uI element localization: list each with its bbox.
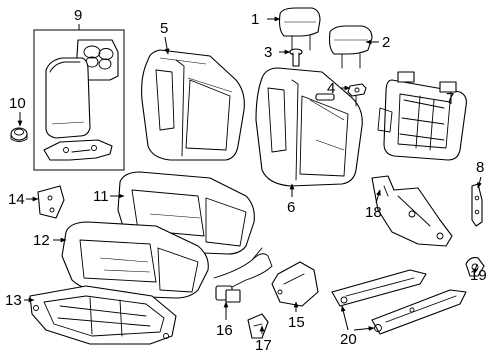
clip-part-19: [465, 257, 485, 277]
callout-10: 10: [9, 95, 26, 112]
callout-6: 6: [287, 199, 295, 216]
armrest-pad-illustration: [45, 57, 91, 139]
callout-7: 7: [446, 90, 454, 107]
callout-9: 9: [74, 7, 82, 24]
seat-frame-part-7: [377, 71, 467, 161]
seat-track-part-20: [331, 269, 467, 335]
leader-19: [473, 263, 478, 275]
callout-14: 14: [8, 191, 25, 208]
bracket-part-14: [37, 185, 65, 219]
headrest-part-1: [278, 7, 321, 51]
clip-part-17: [247, 313, 269, 339]
leader-8: [477, 176, 482, 189]
callout-4: 4: [327, 80, 335, 97]
callout-5: 5: [160, 20, 168, 37]
leader-20b: [353, 326, 375, 331]
armrest-bracket-illustration: [43, 139, 113, 161]
callout-17: 17: [255, 337, 272, 354]
fastener-part-4: [347, 83, 367, 107]
headrest-part-2: [328, 25, 373, 69]
callout-19: 19: [470, 267, 487, 284]
callout-15: 15: [288, 314, 305, 331]
seat-back-part-5: [141, 49, 245, 161]
leader-20a: [340, 305, 349, 331]
callout-2: 2: [382, 34, 390, 51]
armrest-inset: [33, 29, 125, 171]
bracket-part-8: [471, 183, 483, 227]
callout-16: 16: [216, 322, 233, 339]
callout-3: 3: [264, 44, 272, 61]
callout-20: 20: [340, 331, 357, 348]
seat-back-part-6: [255, 67, 363, 187]
hinge-part-18: [371, 175, 453, 247]
headrest-guide-part-3: [289, 48, 303, 67]
callout-18: 18: [365, 204, 382, 221]
knob-part-10: [10, 127, 28, 142]
trim-cover-part-15: [271, 261, 319, 307]
leader-18: [375, 189, 381, 204]
leader-lines: [17, 16, 482, 334]
callout-11: 11: [93, 188, 109, 205]
seat-pan-part-13: [29, 285, 177, 345]
wire-harness-part-16: [213, 247, 273, 303]
leader-5: [164, 36, 170, 55]
callout-13: 13: [5, 292, 22, 309]
callout-1: 1: [251, 11, 259, 28]
callout-8: 8: [476, 159, 484, 176]
callout-12: 12: [33, 232, 50, 249]
callout-labels: 1 2 3 4 5 6 7 8 9 10 11 12 13 14 15 16 1…: [5, 7, 487, 354]
